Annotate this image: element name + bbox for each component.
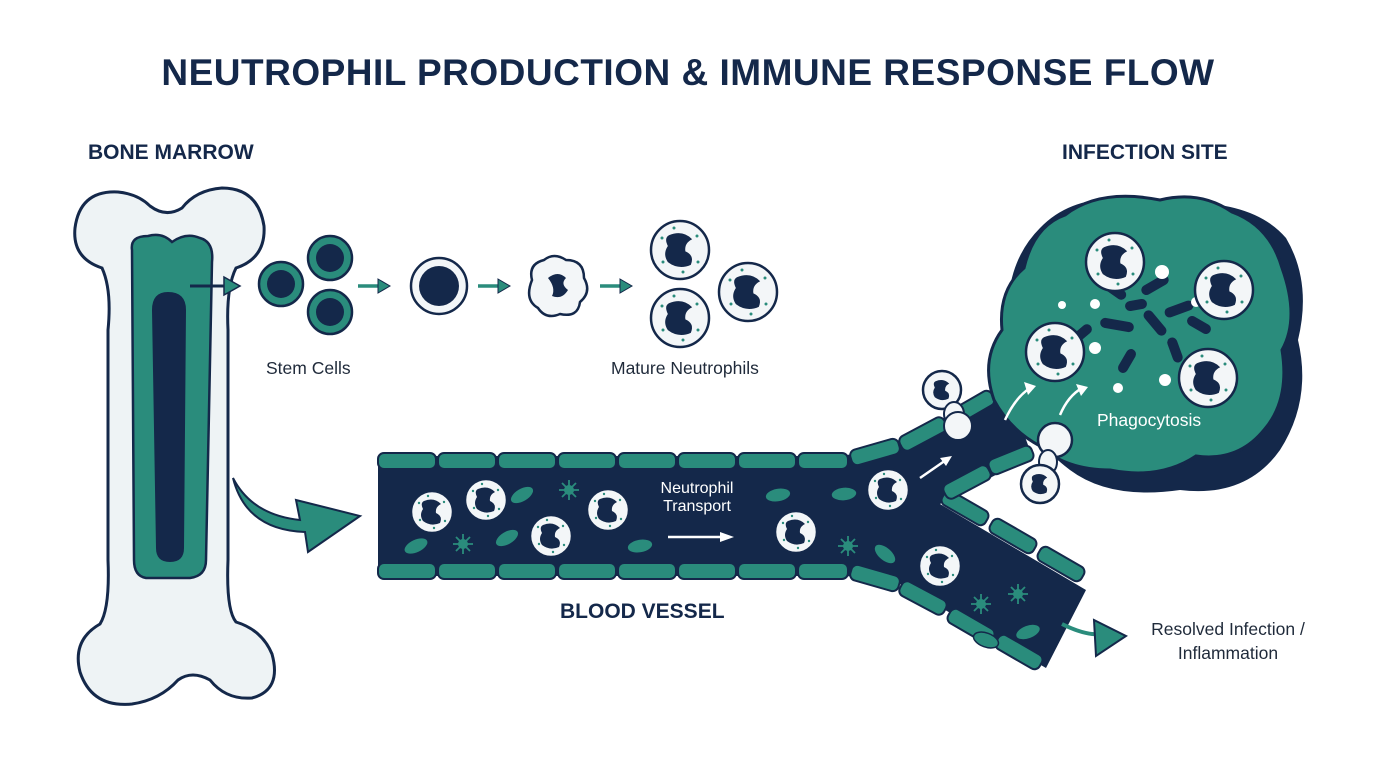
arrow-stage-3 [598, 277, 634, 295]
mature-neutrophils-label: Mature Neutrophils [611, 358, 759, 378]
resolved-infection-label: Resolved Infection / Inflammation [1138, 617, 1318, 665]
blood-vessel [377, 382, 1086, 671]
myeloblast [409, 256, 469, 316]
exit-arrow [919, 456, 952, 480]
bone-marrow-heading: BONE MARROW [88, 141, 254, 164]
band-cell [527, 254, 589, 318]
neutrophil-transport-line2: Transport [663, 498, 731, 515]
vessel-wall-top [377, 389, 996, 470]
diagram-title: NEUTROPHIL PRODUCTION & IMMUNE RESPONSE … [161, 52, 1215, 93]
arrow-stage-1 [356, 277, 392, 295]
resolved-line2: Inflammation [1177, 643, 1279, 663]
blood-vessel-heading: BLOOD VESSEL [560, 600, 725, 623]
diapedesis-cells [921, 369, 1074, 505]
resolved-line1: Resolved Infection / [1151, 619, 1305, 639]
infection-site [987, 194, 1303, 493]
bone-illustration [73, 186, 276, 706]
arrow-to-resolution [1061, 618, 1128, 658]
neutrophil-transport-label: Neutrophil Transport [656, 480, 738, 516]
phagocytosis-label: Phagocytosis [1097, 410, 1202, 430]
transport-arrow [668, 532, 734, 542]
arrow-marrow-to-stem [190, 275, 242, 297]
arrow-marrow-to-vessel [232, 477, 363, 554]
stem-cells-label: Stem Cells [266, 358, 351, 378]
vessel-wall-bottom [377, 444, 1086, 671]
mature-neutrophil-cluster [651, 221, 777, 347]
arrow-stage-2 [476, 277, 512, 295]
neutrophil-transport-line1: Neutrophil [660, 480, 734, 497]
debris-dots [1058, 265, 1201, 393]
stem-cell-cluster [257, 234, 354, 336]
bacteria-group [1068, 274, 1211, 373]
infection-site-heading: INFECTION SITE [1062, 141, 1228, 164]
